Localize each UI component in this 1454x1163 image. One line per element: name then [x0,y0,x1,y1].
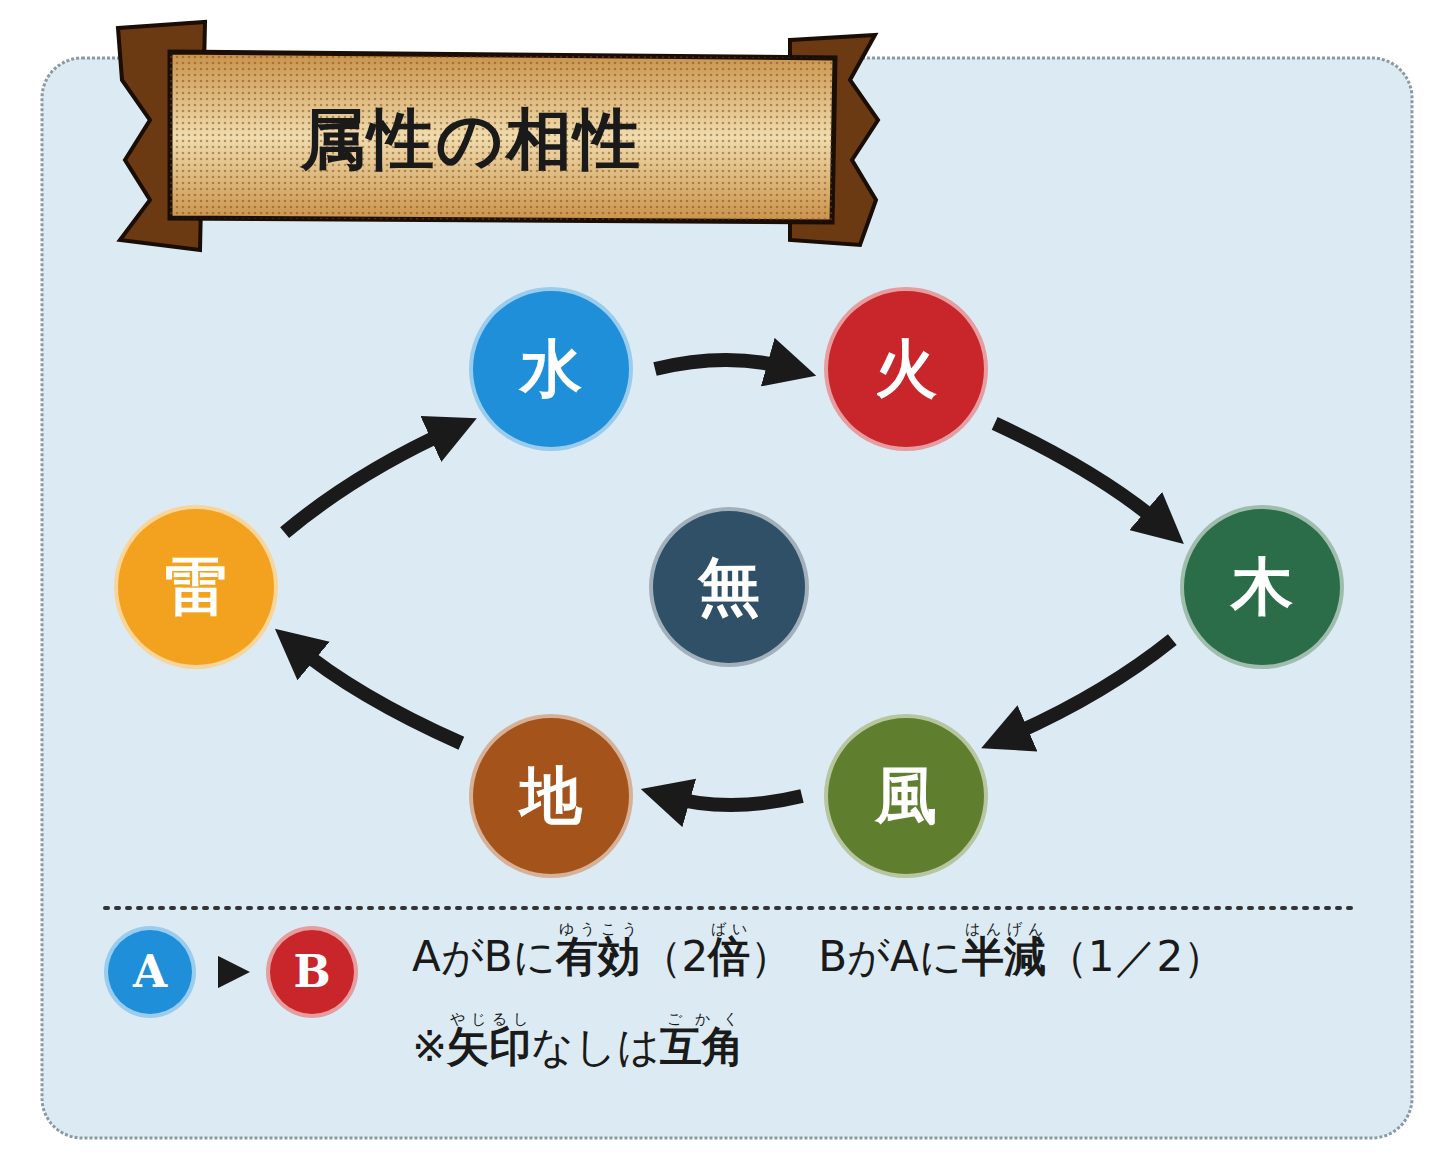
furigana: はんげん [962,920,1046,938]
effect-arrow [294,645,461,743]
effect-arrow [1004,640,1172,739]
legend-text: 互角 [660,1022,744,1071]
legend-line: ※矢印やじるしなしは互角ごかく [412,1012,744,1072]
element-circle: 地 [469,714,633,878]
node-label: 地 [520,765,582,827]
divider [105,906,1352,910]
node-label: 雷 [165,556,227,618]
effect-arrow [665,796,802,805]
element-circle: 水 [469,287,633,451]
node-label: A [133,950,167,994]
scroll-banner [118,22,878,250]
legend-text: BがAに [818,932,962,981]
node-label: B [293,950,330,994]
legend-text: ） [750,932,792,981]
legend-circle: A [104,926,196,1018]
legend-text: AがBに [412,932,556,981]
legend-circle: B [266,926,358,1018]
legend-text: （2 [640,932,709,981]
effect-arrow [655,360,792,369]
furigana: ゆうこう [556,920,640,938]
legend-text: なしは [531,1022,660,1071]
element-circle: 火 [824,287,988,451]
legend-text: 矢印 [447,1022,531,1071]
element-circle: 雷 [114,505,278,669]
furigana: ごかく [660,1010,744,1028]
effect-arrow [285,429,454,533]
furigana: ばい [708,920,750,938]
effect-arrow [995,423,1165,527]
node-label: 無 [698,556,760,618]
furigana: やじるし [447,1010,531,1028]
element-circle: 木 [1180,505,1344,669]
element-circle: 風 [824,714,988,878]
neutral-circle: 無 [649,507,809,667]
node-label: 木 [1231,556,1293,618]
legend-text: ※ [412,1022,447,1071]
node-label: 風 [875,765,937,827]
title: 属性の相性 [300,95,642,185]
legend-text: （1／2） [1046,932,1225,981]
legend-text: 半減 [962,932,1046,981]
legend-line: AがBに有効ゆうこう（2倍ばい） BがAに半減はんげん（1／2） [412,922,1225,982]
node-label: 水 [520,338,582,400]
node-label: 火 [875,338,937,400]
effect-arrow [218,968,234,977]
legend-text: 倍 [708,932,750,981]
legend-text: 有効 [556,932,640,981]
